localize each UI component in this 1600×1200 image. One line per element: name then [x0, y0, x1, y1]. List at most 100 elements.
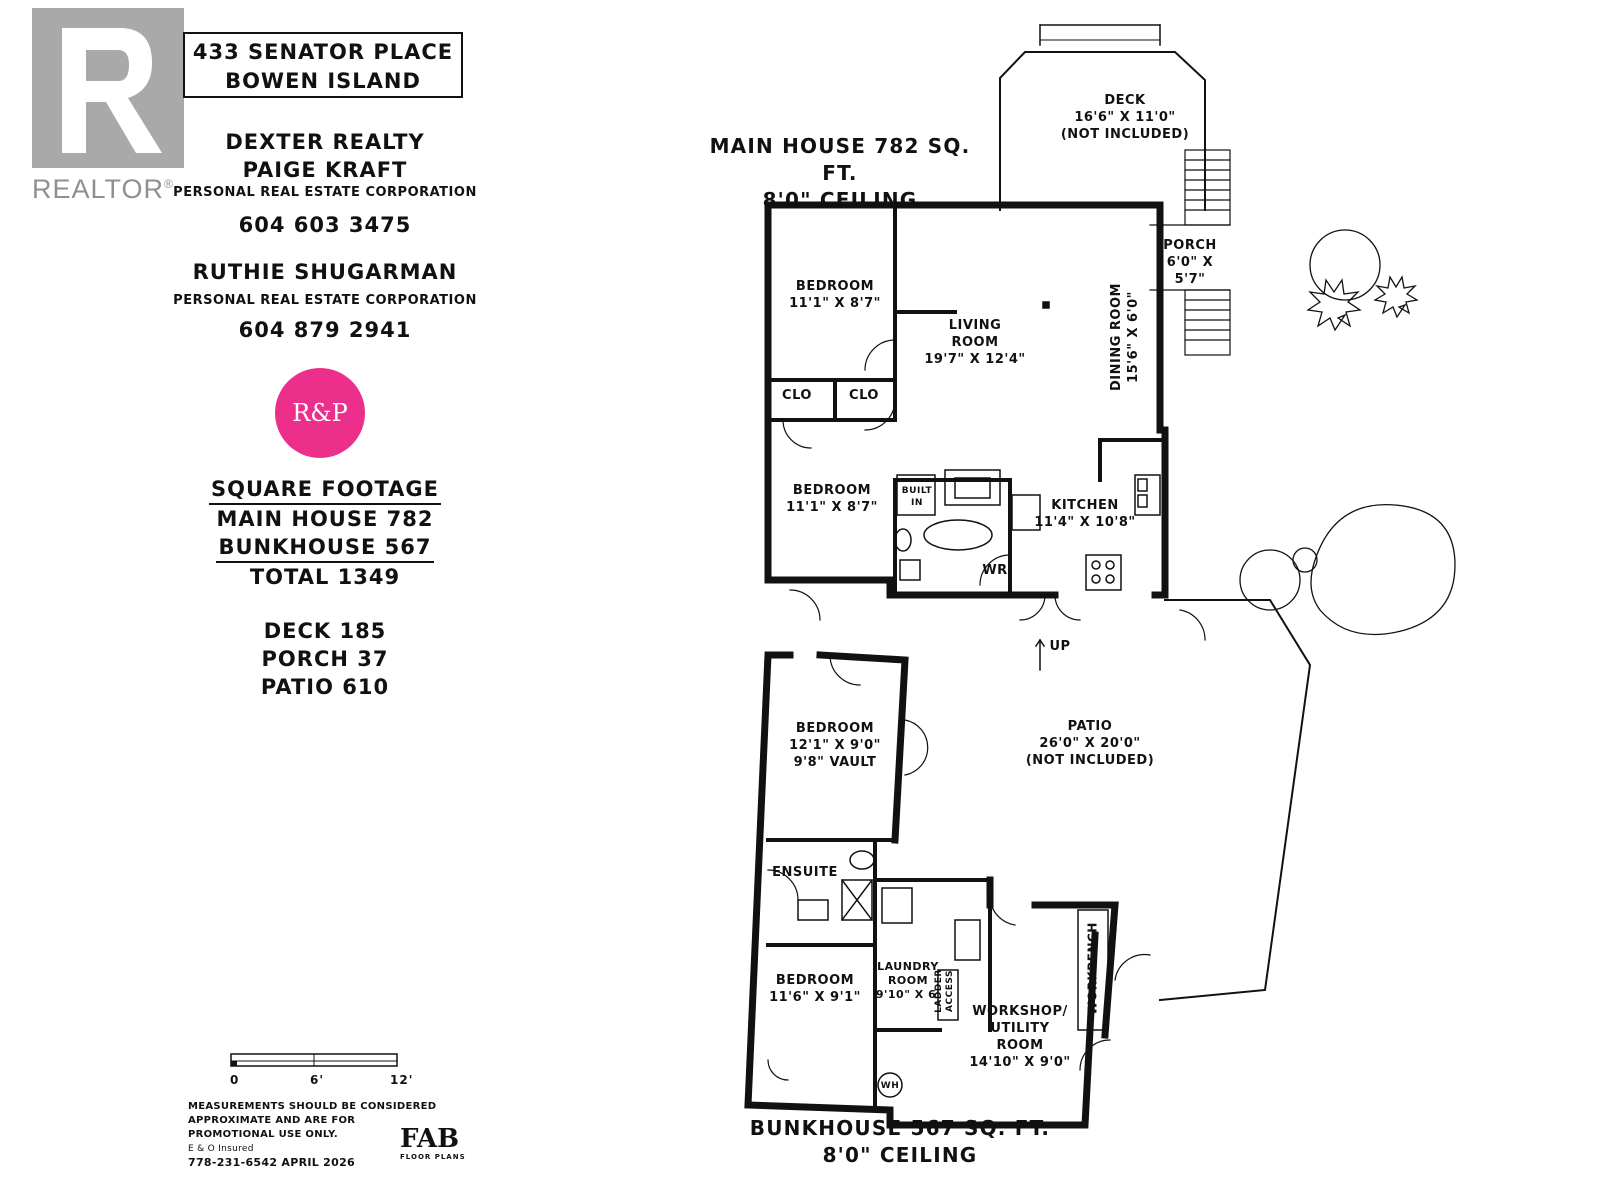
agent2-phone: 604 879 2941 — [238, 318, 412, 342]
workshop-dim: 14'10" X 9'0" — [969, 1055, 1071, 1070]
closet-2-label: CLO — [849, 388, 879, 403]
workshop-line-3: ROOM — [996, 1038, 1044, 1053]
patio-note: (NOT INCLUDED) — [1025, 753, 1155, 768]
main-house-doors — [782, 339, 1206, 641]
living-room-dim: 19'7" X 12'4" — [924, 352, 1026, 367]
bedroom-3-vault: 9'8" VAULT — [793, 755, 877, 770]
disclaimer: MEASUREMENTS SHOULD BE CONSIDERED APPROX… — [188, 1100, 448, 1170]
scale-tick-6: 6' — [310, 1073, 325, 1087]
scale-tick-12: 12' — [390, 1073, 414, 1087]
trees — [1239, 229, 1456, 636]
agent-block: DEXTER REALTY PAIGE KRAFT PERSONAL REAL … — [160, 128, 490, 346]
ensuite-label: ENSUITE — [772, 865, 838, 880]
deck-dim: 16'6" X 11'0" — [1074, 110, 1176, 125]
realtor-wordmark: REALTOR — [32, 174, 165, 204]
address-line-2: BOWEN ISLAND — [225, 69, 421, 93]
bunkhouse-heading-line-1: BUNKHOUSE 567 SQ. FT. — [749, 1116, 1051, 1140]
ladder-access-label: LADDER ACCESS — [934, 961, 956, 1021]
main-house-walls — [764, 201, 1169, 599]
footage-deck: DECK 185 — [263, 619, 387, 643]
built-in-line-1: BUILT — [901, 486, 933, 496]
bedroom-1-dim: 11'1" X 8'7" — [789, 296, 881, 311]
living-room-label: LIVING ROOM 19'7" X 12'4" — [910, 317, 1040, 368]
living-room-name-1: LIVING — [948, 318, 1002, 333]
bedroom-3-name: BEDROOM — [795, 721, 875, 736]
disclaimer-line-4: E & O Insured — [188, 1144, 254, 1154]
deck-name: DECK — [1104, 93, 1146, 108]
scale-bar: 0 6' 12' — [230, 1053, 412, 1103]
footage-block: SQUARE FOOTAGE MAIN HOUSE 782 BUNKHOUSE … — [180, 475, 470, 701]
disclaimer-line-3: PROMOTIONAL USE ONLY. — [188, 1129, 338, 1140]
fab-logo-sub: FLOOR PLANS — [400, 1153, 466, 1161]
dining-room-dim: 15'6" X 6'0" — [1126, 291, 1141, 383]
bedroom-4-label: BEDROOM 11'6" X 9'1" — [760, 972, 870, 1006]
main-house-heading: MAIN HOUSE 782 SQ. FT. 8'0" CEILING — [690, 133, 990, 214]
kitchen-name: KITCHEN — [1051, 498, 1119, 513]
address-line-1: 433 SENATOR PLACE — [192, 40, 454, 64]
disclaimer-line-1: MEASUREMENTS SHOULD BE CONSIDERED — [188, 1101, 437, 1112]
bedroom-3-dim: 12'1" X 9'0" — [789, 738, 881, 753]
footage-patio: PATIO 610 — [260, 675, 390, 699]
patio-dim: 26'0" X 20'0" — [1039, 736, 1141, 751]
washroom-label: WR — [982, 563, 1008, 578]
patio-outline — [1158, 599, 1312, 1002]
dining-room-label: DINING ROOM 15'6" X 6'0" — [1108, 267, 1142, 407]
agent-badge-text: R&P — [292, 399, 348, 427]
footage-total: TOTAL 1349 — [249, 565, 401, 589]
deck-label: DECK 16'6" X 11'0" (NOT INCLUDED) — [1035, 92, 1215, 143]
bedroom-4-dim: 11'6" X 9'1" — [769, 990, 861, 1005]
laundry-dim: 9'10" X 6' — [875, 988, 941, 1001]
bedroom-3-label: BEDROOM 12'1" X 9'0" 9'8" VAULT — [775, 720, 895, 771]
bunkhouse-heading: BUNKHOUSE 567 SQ. FT. 8'0" CEILING — [740, 1115, 1060, 1169]
up-label: UP — [1049, 639, 1071, 654]
bedroom-2-dim: 11'1" X 8'7" — [786, 500, 878, 515]
patio-label: PATIO 26'0" X 20'0" (NOT INCLUDED) — [1010, 718, 1170, 769]
scale-bar-graphic — [230, 1053, 398, 1067]
footage-title: SQUARE FOOTAGE — [208, 475, 442, 505]
bedroom-4-name: BEDROOM — [775, 973, 855, 988]
footage-porch: PORCH 37 — [261, 647, 389, 671]
workshop-line-1: WORKSHOP/ — [972, 1004, 1068, 1019]
workbench-label: WORKBENCH — [1085, 922, 1100, 1015]
built-in-label: BUILT IN — [897, 485, 937, 509]
disclaimer-line-5: 778-231-6542 APRIL 2026 — [188, 1156, 355, 1169]
deck-note: (NOT INCLUDED) — [1060, 127, 1190, 142]
bunkhouse-fixtures — [797, 850, 1109, 1098]
address-box: 433 SENATOR PLACE BOWEN ISLAND — [183, 32, 463, 98]
bunkhouse-heading-line-2: 8'0" CEILING — [822, 1143, 978, 1167]
realtor-logo: REALTOR® — [32, 8, 192, 208]
bedroom-1-label: BEDROOM 11'1" X 8'7" — [775, 278, 895, 312]
bedroom-1-name: BEDROOM — [795, 279, 875, 294]
water-heater-label: WH — [880, 1081, 900, 1091]
dining-room-name: DINING ROOM — [1109, 283, 1124, 391]
brokerage-name: DEXTER REALTY — [225, 130, 425, 154]
laundry-line-1: LAUNDRY — [877, 960, 939, 973]
laundry-line-2: ROOM — [887, 974, 929, 987]
agent1-name: PAIGE KRAFT — [242, 158, 408, 182]
bunkhouse-doors — [767, 654, 1151, 1081]
main-house-fixtures — [894, 301, 1161, 671]
laundry-room-label: LAUNDRY ROOM 9'10" X 6' — [868, 960, 948, 1002]
footage-main: MAIN HOUSE 782 — [216, 507, 434, 531]
agent-badge: R&P — [275, 368, 365, 458]
registered-mark: ® — [164, 177, 174, 191]
main-house-heading-line-1: MAIN HOUSE 782 SQ. FT. — [709, 134, 971, 185]
agent1-phone: 604 603 3475 — [238, 213, 412, 237]
main-house-heading-line-2: 8'0" CEILING — [762, 188, 918, 212]
agent2-title: PERSONAL REAL ESTATE CORPORATION — [173, 293, 477, 308]
realtor-r-glyph — [62, 28, 162, 153]
scale-tick-0: 0 — [230, 1073, 240, 1087]
workshop-line-2: UTILITY — [990, 1021, 1050, 1036]
bedroom-2-label: BEDROOM 11'1" X 8'7" — [772, 482, 892, 516]
deck-outline — [999, 24, 1206, 211]
porch-name: PORCH — [1163, 238, 1217, 253]
fab-logo-name: FAB — [400, 1124, 460, 1154]
porch-dim: 6'0" X 5'7" — [1166, 255, 1214, 287]
agent2-name: RUTHIE SHUGARMAN — [192, 260, 458, 284]
workshop-label: WORKSHOP/ UTILITY ROOM 14'10" X 9'0" — [955, 1003, 1085, 1071]
living-room-name-2: ROOM — [951, 335, 999, 350]
kitchen-label: KITCHEN 11'4" X 10'8" — [1030, 497, 1140, 531]
built-in-line-2: IN — [911, 498, 923, 508]
patio-name: PATIO — [1067, 719, 1113, 734]
